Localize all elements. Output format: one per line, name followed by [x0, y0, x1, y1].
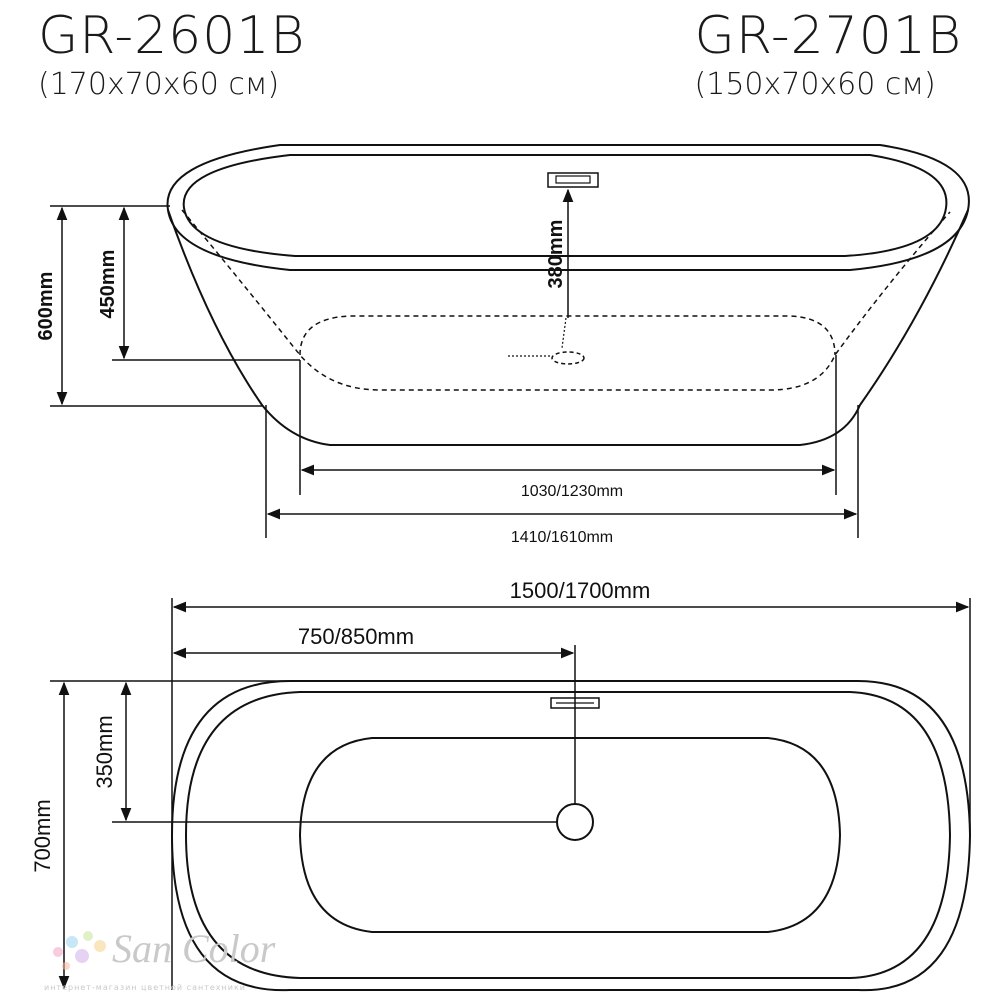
- top-outer-rim: [170, 680, 972, 992]
- label-1030-1230mm: 1030/1230mm: [521, 483, 623, 500]
- label-380mm: 380mm: [545, 220, 567, 289]
- tub-bottom-dashed: [299, 315, 836, 356]
- top-view: [170, 680, 972, 992]
- label-600mm: 600mm: [35, 272, 57, 341]
- tub-inner-dashed: [181, 209, 951, 391]
- side-dimensions: [50, 188, 859, 538]
- model-size: (150x70x60 см): [694, 67, 936, 102]
- top-drain-icon: [556, 803, 594, 841]
- tub-outer-rim: [166, 144, 970, 271]
- model-size: (170x70x60 см): [38, 67, 280, 102]
- tub-body: [167, 209, 969, 446]
- label-450mm: 450mm: [97, 250, 119, 319]
- label-1500-1700mm: 1500/1700mm: [510, 578, 651, 603]
- model-gr-2601b: GR-2601B (170x70x60 см): [38, 10, 305, 100]
- watermark-brand: San Color: [112, 926, 276, 971]
- label-750-850mm: 750/850mm: [298, 624, 414, 649]
- top-dimensions: [50, 598, 971, 990]
- drain-icon: [551, 351, 585, 365]
- tub-inner-rim: [182, 154, 948, 257]
- label-700mm: 700mm: [30, 799, 55, 872]
- side-view: [166, 144, 970, 446]
- top-inner-rim: [184, 691, 952, 979]
- model-name: GR-2601B: [38, 6, 306, 66]
- label-1410-1610mm: 1410/1610mm: [511, 529, 613, 546]
- overflow-icon: [547, 172, 599, 188]
- model-gr-2701b: GR-2701B (150x70x60 см): [695, 10, 962, 100]
- watermark-tagline: интернет-магазин цветной сантехники: [44, 983, 246, 992]
- watermark-logo: [53, 931, 106, 970]
- model-name: GR-2701B: [694, 6, 962, 66]
- top-basin: [298, 737, 842, 933]
- label-350mm: 350mm: [92, 715, 117, 788]
